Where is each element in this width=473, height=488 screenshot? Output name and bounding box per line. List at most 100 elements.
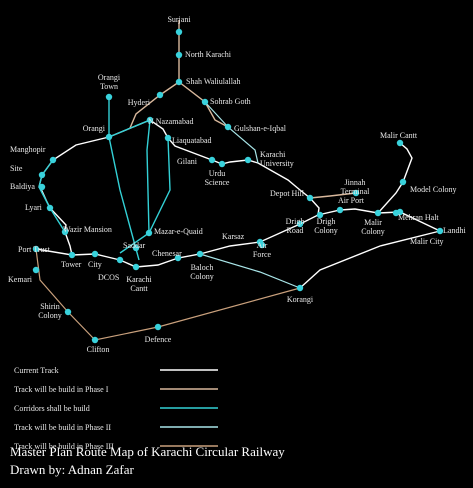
station-label-line: Air xyxy=(257,241,268,250)
station-dot-shirin-colony[interactable] xyxy=(64,308,72,316)
station-dot-liaquatabad[interactable] xyxy=(164,134,172,142)
station-label-gulshan: Gulshan-e-Iqbal xyxy=(234,124,287,133)
station-label-line: Colony xyxy=(314,226,338,235)
station-dot-mazar-e-quaid[interactable] xyxy=(145,229,153,237)
station-dot-gulshan[interactable] xyxy=(224,123,232,131)
station-label-defence: Defence xyxy=(145,335,172,344)
station-label-line: Karachi xyxy=(126,275,152,284)
station-label-manghopir: Manghopir xyxy=(10,145,46,154)
station-dot-lyari[interactable] xyxy=(46,204,54,212)
station-dot-manghopir[interactable] xyxy=(49,156,57,164)
station-label-line: Tower xyxy=(61,260,82,269)
station-dot-landhi[interactable] xyxy=(436,227,444,235)
station-label-north-karachi: North Karachi xyxy=(185,50,232,59)
station-dot-tower[interactable] xyxy=(68,251,76,259)
station-dot-gilani[interactable] xyxy=(208,156,216,164)
station-dot-karachi-cantt[interactable] xyxy=(132,263,140,271)
station-label-line: Korangi xyxy=(287,295,314,304)
corridor-nazimabad xyxy=(108,118,151,234)
station-label-city: City xyxy=(88,260,102,269)
station-dot-defence[interactable] xyxy=(154,323,162,331)
station-dot-site[interactable] xyxy=(38,171,46,179)
station-dot-baldiya[interactable] xyxy=(38,183,46,191)
track-current-korangi xyxy=(299,230,441,289)
station-label-line: North Karachi xyxy=(185,50,232,59)
corridor-liaquatabad xyxy=(119,137,171,254)
station-dot-north-karachi[interactable] xyxy=(175,51,183,59)
station-dot-city[interactable] xyxy=(91,250,99,258)
station-dot-wazir-mansion[interactable] xyxy=(61,228,69,236)
track-phase1-jinnah xyxy=(309,192,357,199)
station-label-line: Town xyxy=(100,82,118,91)
station-dot-n-nazimabad[interactable] xyxy=(146,116,154,124)
track-current-malir-cantt xyxy=(377,142,413,214)
station-label-line: Saddar xyxy=(123,241,146,250)
station-label-line: Air Port xyxy=(338,196,365,205)
station-label-line: Colony xyxy=(38,311,62,320)
station-dot-surjani[interactable] xyxy=(175,28,183,36)
station-label-depot-hill: Depot Hill xyxy=(270,189,305,198)
track-phase2-korangi xyxy=(199,253,301,289)
station-dot-air-port[interactable] xyxy=(336,206,344,214)
station-dot-kemari[interactable] xyxy=(32,266,40,274)
station-dot-clifton[interactable] xyxy=(91,336,99,344)
station-label-line: N.Nazamabad xyxy=(148,117,194,126)
station-dot-depot-hill[interactable] xyxy=(306,194,314,202)
station-label-line: Gilani xyxy=(177,157,198,166)
station-dot-orangi-town[interactable] xyxy=(105,93,113,101)
station-label-line: Urdu xyxy=(209,169,225,178)
legend-label: Corridors shall be build xyxy=(14,404,90,413)
station-dot-shah-waliullah[interactable] xyxy=(175,78,183,86)
station-label-chenesar: Chenesar xyxy=(152,249,182,258)
station-dot-chenesar[interactable] xyxy=(174,254,182,262)
station-dot-malir-colony[interactable] xyxy=(374,209,382,217)
station-label-baldiya: Baldiya xyxy=(10,182,35,191)
station-label-line: Kemari xyxy=(8,275,33,284)
station-dot-drigh-road[interactable] xyxy=(296,220,304,228)
station-dot-malir-cantt[interactable] xyxy=(396,139,404,147)
station-dot-dcos[interactable] xyxy=(116,256,124,264)
station-dot-drigh-colony[interactable] xyxy=(316,211,324,219)
station-dot-korangi[interactable] xyxy=(296,284,304,292)
station-dot-jinnah-terminal[interactable] xyxy=(352,189,360,197)
station-dot-model-colony[interactable] xyxy=(399,178,407,186)
station-label-orangi: Orangi xyxy=(83,124,106,133)
station-dot-saddar[interactable] xyxy=(132,244,140,252)
station-dot-urdu-science[interactable] xyxy=(218,160,226,168)
station-label-dcos: DCOS xyxy=(98,273,119,282)
station-label-air-port: Air Port xyxy=(338,196,365,205)
station-label-line: Baloch xyxy=(191,263,214,272)
station-dot-hyderi[interactable] xyxy=(156,91,164,99)
station-dot-karachi-university[interactable] xyxy=(244,156,252,164)
station-label-line: Manghopir xyxy=(10,145,46,154)
station-label-line: Colony xyxy=(361,227,385,236)
station-label-line: Landhi xyxy=(443,226,466,235)
station-label-line: Drigh xyxy=(286,217,305,226)
station-label-tower: Tower xyxy=(61,260,82,269)
station-label-liaquatabad: Liaquatabad xyxy=(172,136,212,145)
station-dot-malir-city[interactable] xyxy=(396,208,404,216)
track-current-main xyxy=(35,208,441,268)
station-label-mazar-e-quaid: Mazar-e-Quaid xyxy=(154,227,203,236)
station-dot-air-force[interactable] xyxy=(258,241,266,249)
station-label-line: Defence xyxy=(145,335,172,344)
station-label-site: Site xyxy=(10,164,23,173)
station-dot-sohrab-goth[interactable] xyxy=(201,98,209,106)
station-label-lyari: Lyari xyxy=(25,203,43,212)
station-label-line: DCOS xyxy=(98,273,119,282)
corridor-orangi-town xyxy=(108,97,140,261)
track-phase3-coast xyxy=(35,248,301,341)
station-label-line: Orangi xyxy=(83,124,106,133)
station-dot-orangi[interactable] xyxy=(105,133,113,141)
station-dot-port-trust[interactable] xyxy=(32,245,40,253)
station-label-line: Depot Hill xyxy=(270,189,305,198)
station-label-surjani: Surjani xyxy=(167,15,191,24)
station-dot-baloch-colony[interactable] xyxy=(196,250,204,258)
